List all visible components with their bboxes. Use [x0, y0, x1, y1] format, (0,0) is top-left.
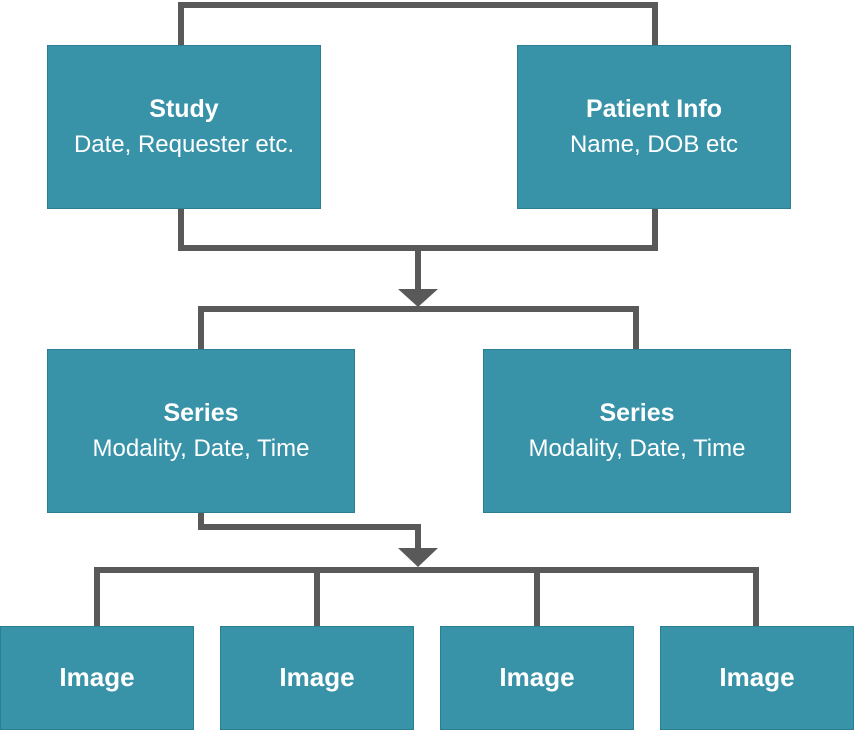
series-detail: Modality, Date, Time: [528, 434, 746, 462]
connector-series-bar: [198, 306, 639, 349]
connector-top-bracket: [178, 2, 658, 45]
study-node: Study Date, Requester etc.: [47, 45, 321, 209]
series-detail: Modality, Date, Time: [92, 434, 310, 462]
patient-info-node: Patient Info Name, DOB etc: [517, 45, 791, 209]
study-title: Study: [149, 95, 219, 124]
arrowhead-to-series: [398, 289, 438, 307]
image-title: Image: [59, 662, 135, 693]
patient-info-title: Patient Info: [585, 95, 723, 124]
image-title: Image: [499, 662, 575, 693]
series-title: Series: [599, 399, 675, 428]
image-title: Image: [279, 662, 355, 693]
connector-images-bar: [94, 567, 759, 626]
connector-series-to-images: [198, 513, 421, 549]
image-node-4: Image: [660, 626, 854, 730]
image-node-3: Image: [440, 626, 634, 730]
series-node-1: Series Modality, Date, Time: [47, 349, 355, 513]
patient-info-detail: Name, DOB etc: [569, 130, 739, 158]
image-node-1: Image: [0, 626, 194, 730]
series-node-2: Series Modality, Date, Time: [483, 349, 791, 513]
image-title: Image: [719, 662, 795, 693]
image-node-2: Image: [220, 626, 414, 730]
arrowhead-to-images: [398, 548, 438, 567]
study-detail: Date, Requester etc.: [73, 130, 295, 158]
connector-merge-study-patient: [178, 209, 658, 251]
series-title: Series: [163, 399, 239, 428]
